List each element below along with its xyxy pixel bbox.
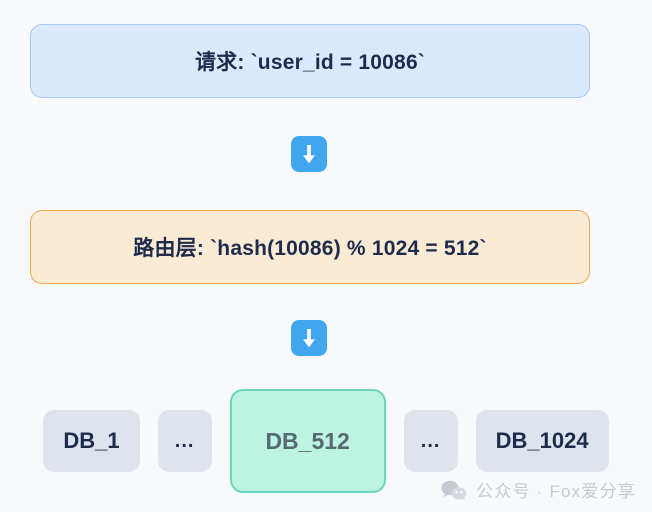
arrow-down-icon: [291, 136, 327, 172]
shard-label: ...: [420, 430, 441, 452]
shard-label: DB_512: [265, 427, 350, 454]
arrow-down-icon: [291, 320, 327, 356]
watermark: 公众号 · Fox爱分享: [441, 477, 636, 502]
stage-box-router: 路由层: `hash(10086) % 1024 = 512`: [30, 210, 590, 284]
shard-box-db-1024: DB_1024: [475, 410, 609, 472]
watermark-text: 公众号 · Fox爱分享: [476, 482, 636, 501]
wechat-icon: [441, 480, 467, 500]
stage-label-router: 路由层: `hash(10086) % 1024 = 512`: [133, 237, 487, 260]
stage-label-request: 请求: `user_id = 10086`: [194, 51, 426, 74]
shard-box-db-1: DB_1: [43, 410, 140, 472]
shard-label: DB_1024: [495, 428, 589, 453]
shard-label: ...: [174, 430, 195, 452]
stage-box-request: 请求: `user_id = 10086`: [30, 24, 590, 98]
shard-label: DB_1: [63, 428, 120, 453]
shard-box-gap-left: ...: [157, 410, 212, 472]
shard-box-db-512: DB_512: [229, 389, 386, 493]
shard-row: DB_1 ... DB_512 ... DB_1024: [0, 388, 652, 494]
shard-box-gap-right: ...: [403, 410, 458, 472]
